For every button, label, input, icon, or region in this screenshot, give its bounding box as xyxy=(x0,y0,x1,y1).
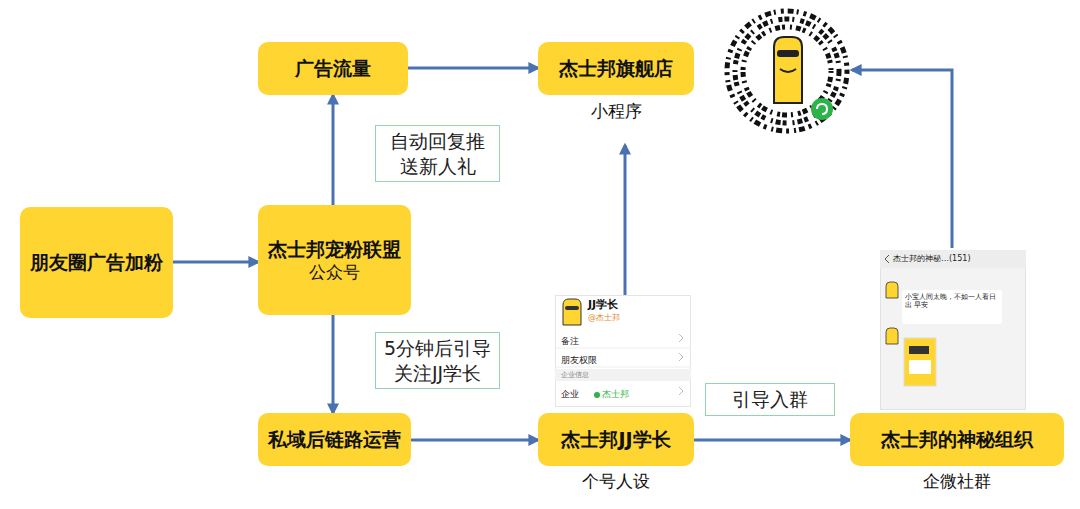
profile-handle: @杰士邦 xyxy=(588,313,620,323)
edge-label: 引导入群 xyxy=(705,383,835,416)
flow-node: 杰士邦的神秘组织企微社群 xyxy=(850,248,1064,498)
node-caption: 小程序 xyxy=(538,100,694,123)
flow-arrow xyxy=(624,145,627,295)
process-box: 杰士邦JJ学长 xyxy=(538,413,694,466)
process-box: 杰士邦的神秘组织 xyxy=(850,413,1064,466)
profile-row: 备注 xyxy=(561,336,579,347)
flow-node: 广告流量 xyxy=(258,42,408,95)
node-title: 广告流量 xyxy=(295,56,371,81)
process-box: 私域后链路运营 xyxy=(258,413,411,466)
flow-arrow xyxy=(332,315,335,413)
profile-section: 企业信息 xyxy=(561,371,589,379)
edge-label: 5分钟后引导关注JJ学长 xyxy=(375,332,500,389)
node-title: 杰士邦旗舰店 xyxy=(559,56,673,81)
node-title: 朋友圈广告加粉 xyxy=(30,250,163,275)
chat-screenshot xyxy=(880,250,1026,410)
edge-label: 自动回复推送新人礼 xyxy=(375,125,500,182)
profile-row: 朋友权限 xyxy=(561,355,597,366)
process-box: 杰士邦旗舰店 xyxy=(538,42,694,95)
process-box: 朋友圈广告加粉 xyxy=(20,207,173,318)
chat-message: 小宝人间太晚，不如一人看日出 早安 xyxy=(905,293,999,310)
node-subtitle: 公众号 xyxy=(309,261,360,283)
flow-arrow xyxy=(852,70,952,248)
node-caption: 个号人设 xyxy=(538,470,694,493)
node-title: 杰士邦宠粉联盟 xyxy=(268,237,401,262)
profile-name: JJ学长 xyxy=(588,298,618,311)
process-box: 杰士邦宠粉联盟公众号 xyxy=(258,205,411,315)
profile-row: 企业 xyxy=(561,389,579,400)
flow-node: 私域后链路运营 xyxy=(258,413,411,466)
flow-arrow xyxy=(408,67,538,70)
flow-node: 杰士邦宠粉联盟公众号 xyxy=(258,205,411,315)
node-title: 杰士邦的神秘组织 xyxy=(881,427,1033,452)
qr-code xyxy=(722,5,852,137)
node-caption: 企微社群 xyxy=(850,470,1064,493)
node-title: 杰士邦JJ学长 xyxy=(561,427,670,452)
chat-header: 杰士邦的神秘…(151) xyxy=(893,254,971,264)
flow-node: 杰士邦旗舰店小程序 xyxy=(538,5,852,145)
flow-arrow xyxy=(694,439,850,442)
flow-arrow xyxy=(332,95,335,205)
process-box: 广告流量 xyxy=(258,42,408,95)
node-title: 私域后链路运营 xyxy=(268,427,401,452)
flow-arrow xyxy=(173,261,258,264)
flow-node: 朋友圈广告加粉 xyxy=(20,207,173,318)
flow-arrow xyxy=(411,439,538,442)
profile-value: 杰士邦 xyxy=(602,389,629,400)
